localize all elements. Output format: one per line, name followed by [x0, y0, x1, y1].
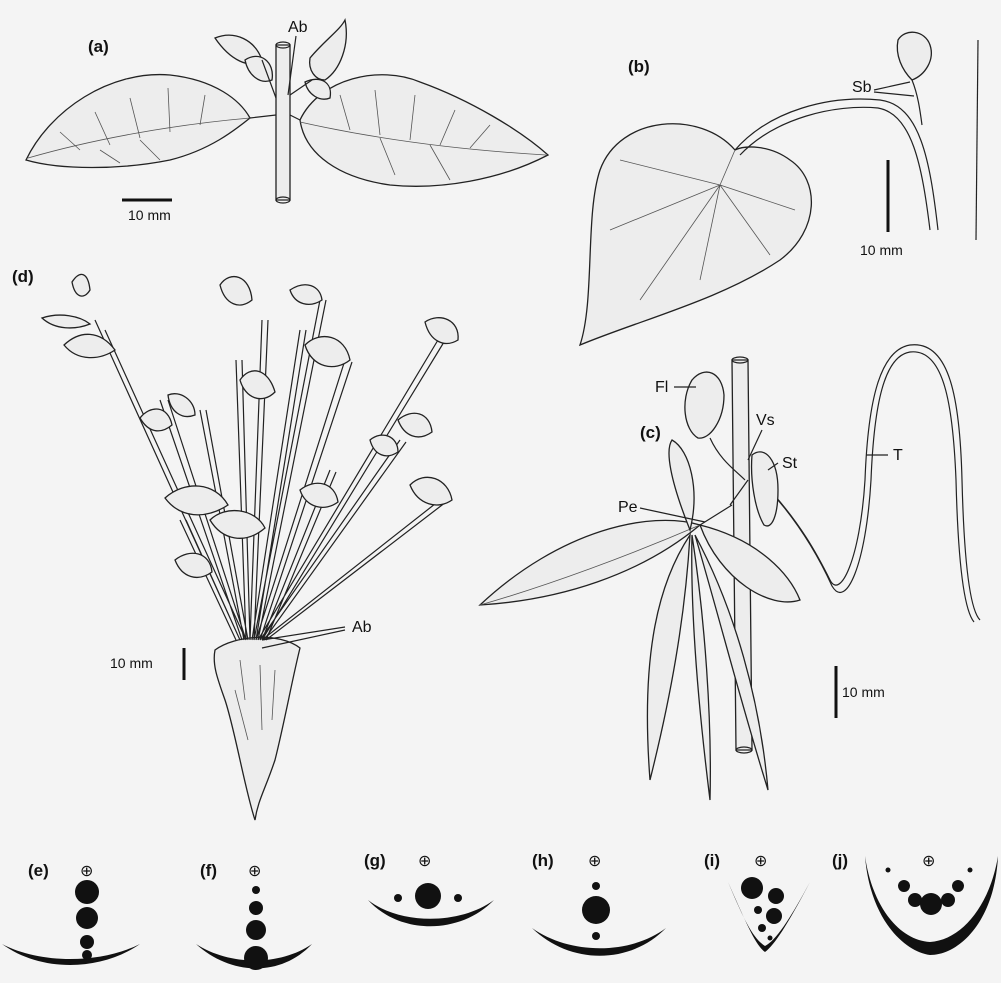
panel-b-annotation-sb: Sb — [852, 79, 872, 96]
panel-f-label: (f) — [200, 861, 217, 880]
panel-c-scale-label: 10 mm — [842, 684, 885, 700]
panel-c-annotation-fl: Fl — [655, 379, 668, 396]
panel-j: (j) ⊕ — [832, 851, 998, 955]
panel-h-label: (h) — [532, 851, 554, 870]
panel-a: (a) Ab 10 mm — [26, 19, 548, 223]
panel-h-axis-symbol: ⊕ — [588, 853, 601, 870]
panel-f-axis-symbol: ⊕ — [248, 863, 261, 880]
panel-c: (c) Fl Vs St T Pe 10 mm — [480, 345, 980, 800]
panel-c-annotation-t: T — [893, 447, 903, 464]
panel-h-crescent — [532, 928, 666, 956]
panel-i-axis-symbol: ⊕ — [754, 853, 767, 870]
panel-a-scale-label: 10 mm — [128, 207, 171, 223]
panel-c-label: (c) — [640, 423, 661, 442]
panel-a-stem — [276, 45, 290, 200]
panel-j-axis-symbol: ⊕ — [922, 853, 935, 870]
panel-i: (i) ⊕ — [704, 851, 810, 952]
panel-d-label: (d) — [12, 267, 34, 286]
panel-a-label: (a) — [88, 37, 109, 56]
panel-d: (d) Ab 10 mm — [12, 267, 458, 820]
panel-e-crescent — [2, 944, 140, 965]
panel-b-label: (b) — [628, 57, 650, 76]
panel-c-annotation-st: St — [782, 455, 798, 472]
panel-b-heart-leaf — [580, 124, 811, 345]
panel-c-flower-bud — [685, 372, 724, 438]
panel-f: (f) ⊕ — [196, 861, 312, 970]
panel-c-tendril — [760, 345, 980, 620]
panel-g-axis-symbol: ⊕ — [418, 853, 431, 870]
panel-g-label: (g) — [364, 851, 386, 870]
panel-g: (g) ⊕ — [364, 851, 494, 926]
panel-d-annotation-ab: Ab — [352, 619, 372, 636]
panel-j-label: (j) — [832, 851, 848, 870]
panel-e-label: (e) — [28, 861, 49, 880]
panel-b-scale-label: 10 mm — [860, 242, 903, 258]
panel-b: (b) Sb 10 mm — [580, 32, 978, 345]
panel-d-leaves — [42, 274, 458, 577]
panel-e-axis-symbol: ⊕ — [80, 863, 93, 880]
panel-c-annotation-pe: Pe — [618, 499, 638, 516]
panel-c-annotation-vs: Vs — [756, 412, 775, 429]
panel-d-tuber — [214, 637, 300, 820]
panel-d-scale-label: 10 mm — [110, 655, 153, 671]
panel-h: (h) ⊕ — [532, 851, 666, 956]
panel-a-annotation-ab: Ab — [288, 19, 308, 36]
panel-e: (e) ⊕ — [2, 861, 140, 965]
panel-d-stems — [95, 300, 446, 640]
panel-a-right-leaf — [300, 75, 548, 186]
panel-i-label: (i) — [704, 851, 720, 870]
